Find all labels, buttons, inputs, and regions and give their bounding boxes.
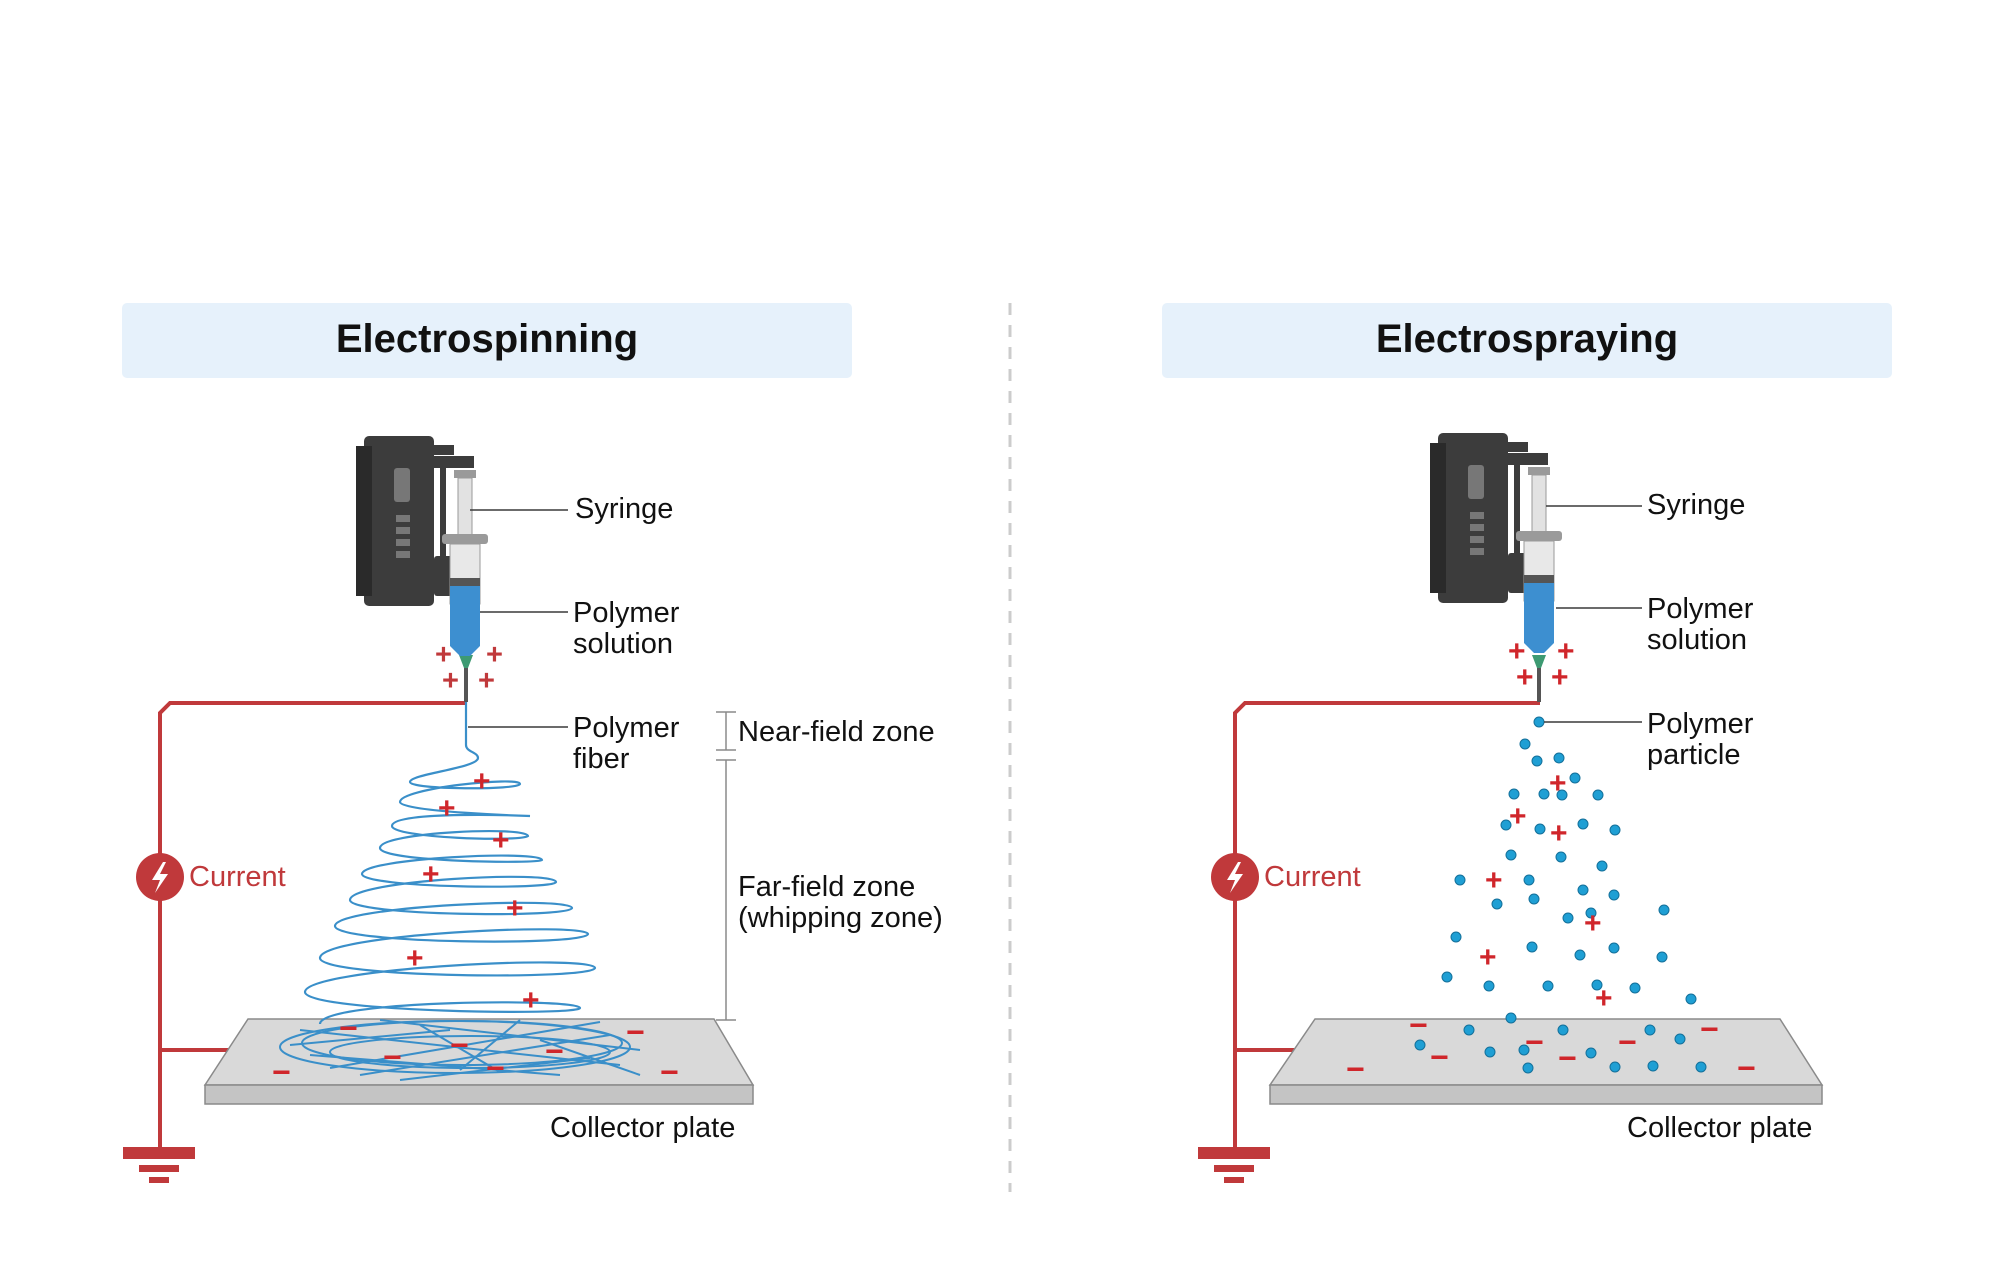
negative-charges-plate: − − − − − − − − — [1346, 1007, 1756, 1087]
ground-symbol-icon — [123, 1147, 195, 1183]
negative-charges-plate: − − − − − − − − — [272, 1010, 679, 1090]
needle — [464, 660, 468, 702]
particle-label-line1: Polymer — [1647, 708, 1754, 740]
far-field-bracket — [716, 759, 736, 1021]
plus-sign: + — [406, 942, 424, 975]
fiber-mat — [279, 1019, 641, 1081]
syringe-label: Syringe — [575, 493, 673, 525]
plus-sign: + — [442, 665, 459, 697]
electrospinning-panel: Electrospinning Current Collector plate — [122, 303, 943, 1183]
polymer-solution — [1524, 583, 1554, 643]
minus-sign: − — [339, 1010, 358, 1046]
lightning-bolt-icon — [1211, 853, 1259, 901]
title-banner — [122, 303, 852, 378]
minus-sign: − — [1346, 1051, 1365, 1087]
far-field-label-line2: (whipping zone) — [738, 902, 943, 934]
near-field-bracket — [716, 711, 736, 751]
plus-sign: + — [422, 858, 440, 891]
minus-sign: − — [1700, 1011, 1719, 1047]
near-field-label: Near-field zone — [738, 716, 935, 748]
current-label: Current — [189, 861, 286, 893]
solution-label-line1: Polymer — [573, 597, 680, 629]
panel-title: Electrospinning — [336, 317, 638, 361]
minus-sign: − — [1618, 1024, 1637, 1060]
minus-sign: − — [545, 1033, 564, 1069]
panel-title: Electrospraying — [1376, 317, 1678, 361]
plus-sign: + — [492, 824, 510, 857]
plus-sign: + — [486, 639, 503, 671]
minus-sign: − — [383, 1039, 402, 1075]
syringe-icon — [1516, 467, 1562, 653]
plus-sign: + — [438, 792, 456, 825]
plus-sign: + — [1508, 635, 1526, 668]
minus-sign: − — [272, 1054, 291, 1090]
syringe-pump-icon — [1430, 433, 1548, 603]
circuit-wire — [158, 701, 466, 1148]
title-banner — [1162, 303, 1892, 378]
syringe-icon — [442, 470, 488, 656]
minus-sign: − — [626, 1014, 645, 1050]
collector-label: Collector plate — [550, 1112, 735, 1144]
positive-charges-needle: + + + + — [435, 639, 503, 697]
ground-symbol-icon — [1198, 1147, 1270, 1183]
syringe-pump-icon — [356, 436, 474, 606]
solution-label-line2: solution — [1647, 624, 1747, 656]
plus-sign: + — [522, 984, 540, 1017]
plus-sign: + — [1557, 635, 1575, 668]
plus-sign: + — [1551, 661, 1569, 694]
solution-label-line1: Polymer — [1647, 593, 1754, 625]
current-label: Current — [1264, 861, 1361, 893]
minus-sign: − — [1525, 1024, 1544, 1060]
plus-sign: + — [478, 665, 495, 697]
lightning-bolt-icon — [136, 853, 184, 901]
minus-sign: − — [1409, 1007, 1428, 1043]
minus-sign: − — [1558, 1040, 1577, 1076]
plus-sign: + — [1584, 907, 1602, 940]
fiber-label-line2: fiber — [573, 743, 630, 775]
plus-sign: + — [1516, 661, 1534, 694]
plus-sign: + — [1595, 982, 1613, 1015]
positive-charges-needle: + + + + — [1508, 635, 1575, 694]
collector-label: Collector plate — [1627, 1112, 1812, 1144]
minus-sign: − — [1430, 1039, 1449, 1075]
positive-charges-spray: + + + + + + + — [1479, 767, 1613, 1015]
minus-sign: − — [450, 1027, 469, 1063]
polymer-solution — [450, 586, 480, 646]
minus-sign: − — [486, 1050, 505, 1086]
plus-sign: + — [435, 639, 452, 671]
needle — [1537, 660, 1541, 702]
minus-sign: − — [660, 1054, 679, 1090]
syringe-label: Syringe — [1647, 489, 1745, 521]
plus-sign: + — [1479, 941, 1497, 974]
plus-sign: + — [1509, 800, 1527, 833]
plus-sign: + — [473, 765, 491, 798]
minus-sign: − — [1737, 1050, 1756, 1086]
polymer-particles — [1414, 716, 1707, 1074]
fiber-label-line1: Polymer — [573, 712, 680, 744]
far-field-label-line1: Far-field zone — [738, 871, 915, 903]
needle-hub — [459, 655, 473, 668]
plus-sign: + — [1550, 817, 1568, 850]
particle-label-line2: particle — [1647, 739, 1741, 771]
plus-sign: + — [1549, 767, 1567, 800]
plus-sign: + — [1485, 864, 1503, 897]
plus-sign: + — [506, 892, 524, 925]
needle-hub — [1532, 655, 1546, 668]
solution-label-line2: solution — [573, 628, 673, 660]
electrospraying-panel: Electrospraying Current Collector plate — [1162, 303, 1892, 1183]
polymer-fiber-spiral — [303, 700, 597, 1025]
positive-charges-jet: + + + + + + + — [406, 765, 540, 1017]
